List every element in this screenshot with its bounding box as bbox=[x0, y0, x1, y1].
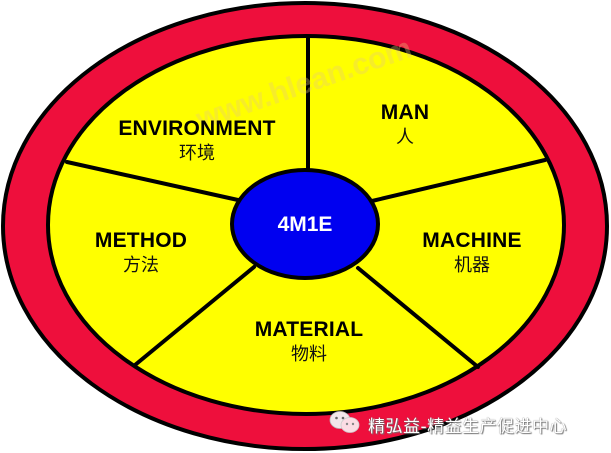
divider-lower-left bbox=[133, 265, 256, 367]
divider-lower-right bbox=[356, 266, 480, 369]
segment-label-zh: 物料 bbox=[291, 344, 327, 365]
segment-machine: MACHINE 机器 bbox=[422, 229, 521, 279]
segment-label-en: ENVIRONMENT bbox=[118, 117, 276, 140]
footer-text: 精弘益-精益生产促进中心 bbox=[368, 416, 568, 437]
footer-credit: 精弘益-精益生产促进中心 bbox=[328, 410, 567, 438]
segment-label-en: MATERIAL bbox=[254, 318, 364, 341]
segment-label-zh: 环境 bbox=[179, 143, 215, 164]
segment-label-zh: 机器 bbox=[454, 255, 490, 276]
segment-man: MAN 人 bbox=[381, 101, 429, 151]
segment-material: MATERIAL 物料 bbox=[255, 318, 364, 368]
divider-left bbox=[65, 160, 240, 202]
segment-label-zh: 人 bbox=[396, 127, 414, 148]
wechat-icon bbox=[328, 409, 362, 440]
segment-label-en: METHOD bbox=[94, 229, 188, 252]
segment-label-zh: 方法 bbox=[122, 255, 159, 276]
center-label: 4M1E bbox=[277, 213, 333, 236]
segment-label-en: MAN bbox=[380, 101, 430, 124]
segment-dividers bbox=[65, 36, 547, 369]
center-hub bbox=[230, 168, 380, 280]
segment-environment: ENVIRONMENT 环境 bbox=[118, 117, 275, 167]
segment-label-en: MACHINE bbox=[422, 229, 522, 252]
segment-method: METHOD 方法 bbox=[95, 229, 187, 279]
divider-right bbox=[370, 158, 547, 203]
